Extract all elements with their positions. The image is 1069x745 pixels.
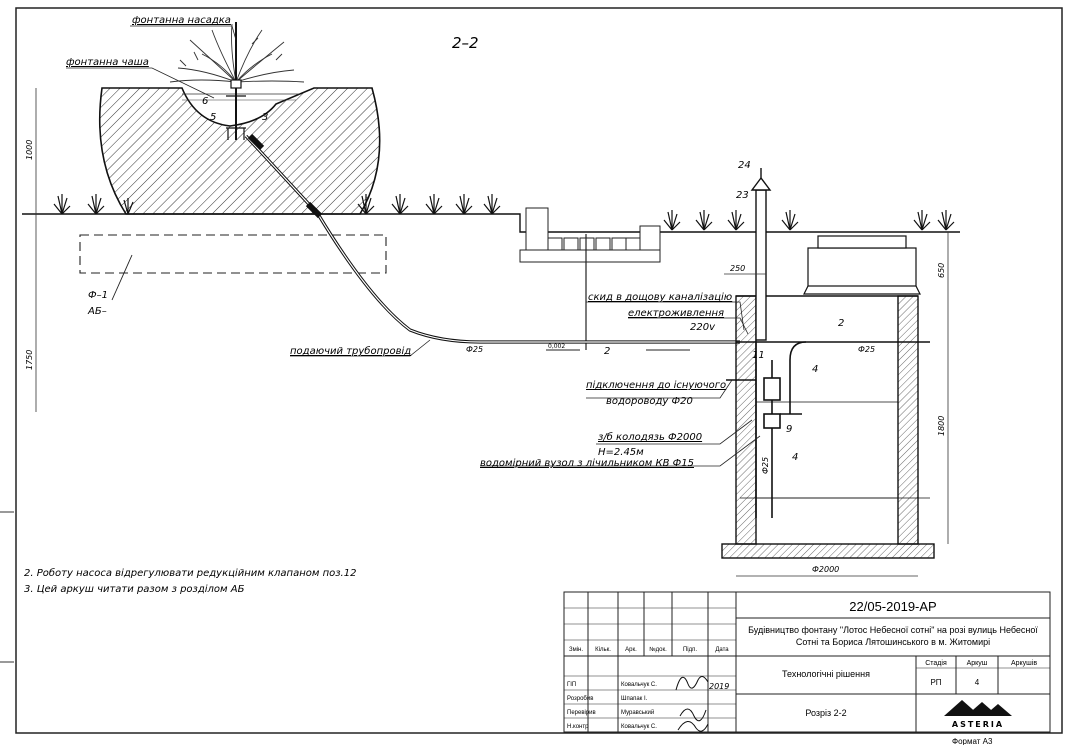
role-label: Н.контр xyxy=(567,724,589,730)
label-nozzle: фонтанна насадка xyxy=(132,15,231,26)
supply-pipeline-inner xyxy=(245,135,740,343)
position-number: 24 xyxy=(738,160,751,171)
header-qty: Кільк. xyxy=(595,647,611,653)
position-number: 2 xyxy=(604,346,610,357)
pipe-diameter: Ф25 xyxy=(858,345,875,354)
role-name: Муравський xyxy=(621,709,654,716)
well xyxy=(721,295,935,559)
dim-1000: 1000 xyxy=(25,140,34,160)
foundation-leader xyxy=(111,254,133,301)
signature-date: 2019 xyxy=(709,682,729,691)
position-number: 3 xyxy=(262,112,268,123)
position-number: 9 xyxy=(786,424,792,435)
role-label: Перевірив xyxy=(567,710,596,716)
lotus-spray xyxy=(169,23,305,83)
label-supply-pipe: подаючий трубопровід xyxy=(290,345,411,357)
role-name: Ковальчук С. xyxy=(621,682,657,688)
position-number: 4 xyxy=(812,364,818,375)
dimension-lines xyxy=(35,88,949,577)
vent-pipe xyxy=(750,168,772,341)
position-number: 4 xyxy=(792,452,798,463)
role-name: Ковальчук С. xyxy=(621,724,657,730)
leader-lines xyxy=(66,25,761,467)
fountain-bowl xyxy=(98,87,381,215)
label-meter: водомірний вузол з лічильником КВ Ф15 xyxy=(480,457,694,469)
sheet-frame xyxy=(15,7,1063,734)
position-number: 6 xyxy=(202,96,208,107)
handwritten-signature xyxy=(675,676,709,732)
title-block xyxy=(563,591,1051,733)
pipe-sleeve xyxy=(247,133,265,151)
company-logo: ASTERIA xyxy=(944,700,1012,729)
pipe-diameter: Ф25 xyxy=(466,345,483,354)
role-name: Шпапак І. xyxy=(621,696,648,702)
dim-2000: Ф2000 xyxy=(812,565,839,574)
curb-blocks xyxy=(519,207,661,263)
stage-header: Стадія xyxy=(925,659,947,667)
position-number: 23 xyxy=(736,190,749,201)
header-date: Дата xyxy=(715,647,729,653)
label-voltage: 220v xyxy=(690,322,716,333)
label-well-1: з/б колодязь Ф2000 xyxy=(598,431,702,443)
header-doc-no: №док. xyxy=(649,646,667,653)
label-drain: скид в дощову каналізацію xyxy=(588,291,732,303)
note-1: 2. Роботу насоса відрегулювати редукційн… xyxy=(24,567,356,579)
section-name: Технологічні рішення xyxy=(782,669,870,679)
format-label: Формат А3 xyxy=(952,737,993,745)
label-foundation-ref: АБ– xyxy=(87,306,107,317)
note-2: 3. Цей аркуш читати разом з розділом АБ xyxy=(24,583,245,595)
position-number: 11 xyxy=(752,350,765,361)
label-connection-2: водороводу Ф20 xyxy=(606,396,693,407)
sheet-value: 4 xyxy=(975,678,980,687)
role-label: Розробив xyxy=(567,696,593,702)
grass xyxy=(53,194,955,231)
position-number: 2 xyxy=(838,318,844,329)
label-connection-1: підключення до існуючого xyxy=(586,379,726,391)
dim-650: 650 xyxy=(937,263,946,278)
sheets-header: Аркушів xyxy=(1011,659,1037,667)
header-change: Змін. xyxy=(569,647,583,653)
section-title: 2–2 xyxy=(452,34,479,52)
label-foundation: Ф–1 xyxy=(88,290,108,301)
pipe-sleeve xyxy=(305,201,323,219)
bowl-piping xyxy=(226,79,246,140)
dim-250: 250 xyxy=(730,264,745,273)
dim-1800: 1800 xyxy=(937,416,946,436)
ground-line xyxy=(22,213,960,233)
position-number: 5 xyxy=(210,112,216,123)
logo-text: ASTERIA xyxy=(952,720,1004,729)
stage-value: РП xyxy=(930,678,941,687)
sheet-name: Розріз 2-2 xyxy=(805,708,846,718)
pipe-diameter: Ф25 xyxy=(761,457,770,474)
label-power: електроживлення xyxy=(628,308,724,319)
doc-code: 22/05-2019-АР xyxy=(849,599,936,614)
foundation-outline xyxy=(79,234,387,274)
role-label: ГІП xyxy=(567,682,576,688)
project-title-line2: Сотні та Бориса Лятошинського в м. Житом… xyxy=(796,637,990,647)
project-title-line1: Будівництво фонтану "Лотос Небесної сотн… xyxy=(748,625,1038,635)
label-bowl: фонтанна чаша xyxy=(66,57,149,68)
sheet-header: Аркуш xyxy=(967,660,988,667)
dim-1750: 1750 xyxy=(25,350,34,370)
well-piping xyxy=(726,341,930,518)
header-sheet: Арк. xyxy=(625,647,637,653)
label-well-2: Н=2.45м xyxy=(598,447,644,458)
header-signature: Підп. xyxy=(683,647,697,653)
well-cover xyxy=(803,235,921,295)
slope-value: 0,002 xyxy=(548,343,565,350)
